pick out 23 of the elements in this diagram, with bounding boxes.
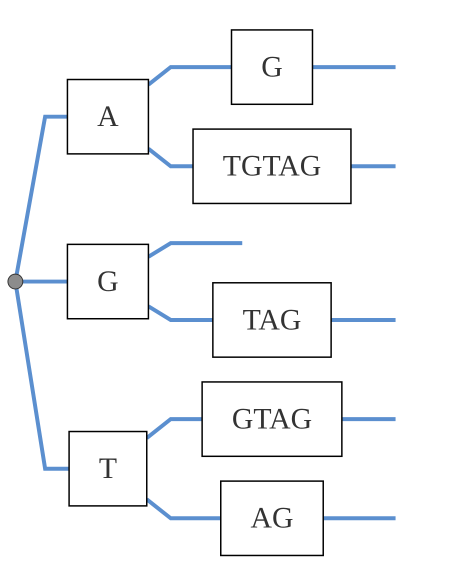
connector [147, 304, 213, 322]
node-box: TAG [212, 282, 332, 358]
node-circle [7, 274, 24, 290]
connector [342, 417, 396, 422]
connector [14, 115, 68, 275]
connector [350, 164, 396, 169]
connector [147, 241, 242, 259]
connector [146, 498, 221, 521]
node-box: A [66, 79, 150, 155]
node-box: T [68, 431, 148, 507]
connector [14, 288, 70, 471]
connector [147, 65, 232, 87]
node-box: TGTAG [192, 128, 352, 204]
connector [146, 417, 202, 440]
connector [22, 280, 68, 284]
connector [323, 516, 396, 521]
connector [312, 65, 396, 70]
node-box: G [66, 244, 150, 320]
connector [331, 318, 396, 322]
node-box: G [230, 29, 314, 106]
connector [147, 147, 194, 169]
node-box: AG [220, 480, 324, 557]
node-box: GTAG [201, 382, 343, 458]
